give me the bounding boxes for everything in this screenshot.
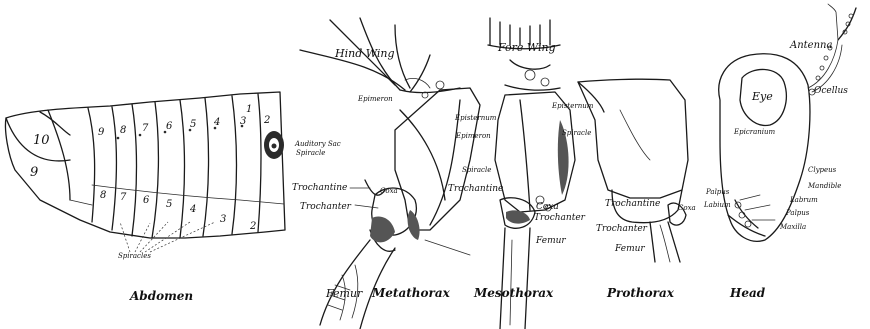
label-epicranium: Epicranium xyxy=(733,128,776,136)
label-spiracle-meta: Spiracle xyxy=(562,129,591,137)
seg-top-3: 3 xyxy=(240,116,246,127)
label-labium: Labium xyxy=(703,201,731,209)
label-coxa-pro: Coxa xyxy=(678,204,696,212)
label-ocellus: Ocellus xyxy=(814,86,848,96)
seg-bottom-8: 8 xyxy=(100,190,106,201)
seg-top-5: 5 xyxy=(190,119,196,130)
label-trochantine-pro: Trochantine xyxy=(605,199,660,209)
label-epimeron-meso: Epimeron xyxy=(455,132,491,140)
label-palpus-right: Palpus xyxy=(785,209,810,217)
metathorax-drawing xyxy=(300,18,480,329)
label-antenna: Antenna xyxy=(789,40,832,51)
label-hind-wing: Hind Wing xyxy=(334,47,395,60)
seg-top-10: 10 xyxy=(33,133,50,148)
seg-top-6: 6 xyxy=(166,121,173,132)
label-auditory-sac: Auditory Sac xyxy=(294,140,341,148)
seg-top-1: 1 xyxy=(246,104,252,115)
label-fore-wing: Fore Wing xyxy=(497,41,556,54)
seg-bottom-4: 4 xyxy=(189,204,196,215)
seg-top-9: 9 xyxy=(98,127,105,138)
label-coxa-meso: Coxa xyxy=(536,202,559,212)
caption-abdomen: Abdomen xyxy=(129,289,193,303)
label-trochanter-pro: Trochanter xyxy=(596,224,648,234)
label-eye: Eye xyxy=(751,90,773,103)
label-trochanter-meso: Trochanter xyxy=(534,213,586,223)
label-episternum-meso: Episternum xyxy=(551,102,594,110)
seg-top-4: 4 xyxy=(213,117,220,128)
label-femur-meta: Femur xyxy=(325,287,363,300)
caption-head: Head xyxy=(729,286,766,300)
seg-top-2: 2 xyxy=(263,115,270,126)
seg-bottom-2: 2 xyxy=(249,221,256,232)
prothorax-drawing xyxy=(578,79,688,262)
seg-bottom-6: 6 xyxy=(143,195,150,206)
caption-mesothorax: Mesothorax xyxy=(473,286,554,300)
label-maxilla: Maxilla xyxy=(779,223,806,231)
seg-bottom-5: 5 xyxy=(166,199,172,210)
caption-metathorax: Metathorax xyxy=(371,286,451,300)
label-coxa-meta: Coxa xyxy=(380,187,398,195)
label-trochantine-meta: Trochantine xyxy=(292,183,347,193)
label-episternum-meta: Episternum xyxy=(454,114,497,122)
seg-bottom-3: 3 xyxy=(220,214,226,225)
mesothorax-drawing xyxy=(488,18,575,329)
label-mandible: Mandible xyxy=(807,182,841,190)
seg-top-8: 8 xyxy=(120,125,126,136)
label-labrum: Labrum xyxy=(789,196,818,204)
label-femur-pro: Femur xyxy=(614,244,645,254)
part-labels: Hind Wing Fore Wing Antenna Ocellus Eye … xyxy=(118,40,848,300)
label-abdomen-spiracle: Spiracle xyxy=(296,149,325,157)
label-clypeus: Clypeus xyxy=(808,166,837,174)
caption-prothorax: Prothorax xyxy=(606,286,675,300)
label-spiracle-meso: Spiracle xyxy=(462,166,491,174)
label-epimeron-meta: Epimeron xyxy=(357,95,393,103)
label-palpus-left: Palpus xyxy=(705,188,730,196)
seg-bottom-9: 9 xyxy=(30,165,38,180)
label-femur-meso: Femur xyxy=(535,236,566,246)
label-trochantine-meso: Trochantine xyxy=(448,184,503,194)
seg-top-7: 7 xyxy=(142,123,149,134)
section-captions: Abdomen Metathorax Mesothorax Prothorax … xyxy=(129,286,766,303)
label-spiracles: Spiracles xyxy=(118,252,151,260)
seg-bottom-7: 7 xyxy=(120,192,127,203)
label-trochanter-meta: Trochanter xyxy=(300,202,352,212)
head-drawing xyxy=(719,4,856,241)
